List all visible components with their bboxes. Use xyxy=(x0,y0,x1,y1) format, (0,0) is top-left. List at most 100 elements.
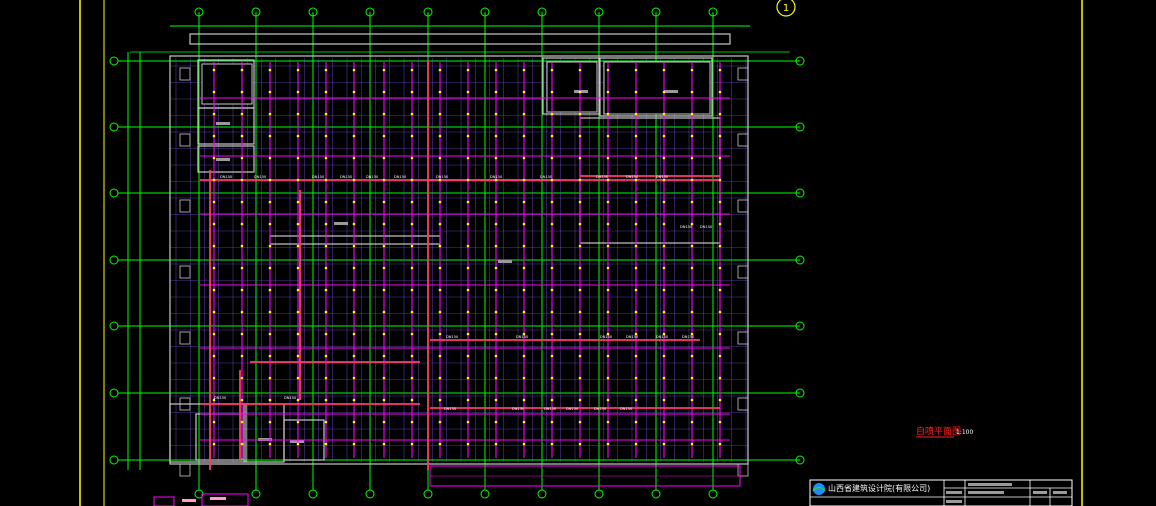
sheet-frame xyxy=(79,0,1083,506)
sprinkler-head xyxy=(410,288,414,292)
sprinkler-head xyxy=(240,420,244,424)
sprinkler-head xyxy=(662,178,666,182)
door-symbol xyxy=(737,397,749,411)
sprinkler-head xyxy=(466,112,470,116)
sprinkler-head xyxy=(438,376,442,380)
sprinkler-head xyxy=(578,134,582,138)
sprinkler-head xyxy=(410,266,414,270)
sprinkler-head xyxy=(634,288,638,292)
sprinkler-head xyxy=(522,244,526,248)
sprinkler-head xyxy=(324,442,328,446)
sprinkler-head xyxy=(212,134,216,138)
sprinkler-head xyxy=(382,222,386,226)
axis-bubble xyxy=(795,188,805,198)
sprinkler-head xyxy=(550,398,554,402)
sprinkler-head xyxy=(522,442,526,446)
sprinkler-head xyxy=(578,200,582,204)
sprinkler-head xyxy=(268,134,272,138)
sprinkler-head xyxy=(240,310,244,314)
sprinkler-head xyxy=(240,68,244,72)
axis-bubble xyxy=(109,188,119,198)
room xyxy=(603,61,711,115)
sprinkler-head xyxy=(662,68,666,72)
axis-bubble xyxy=(109,388,119,398)
sprinkler-head xyxy=(466,156,470,160)
sprinkler-head xyxy=(522,420,526,424)
sprinkler-head xyxy=(296,442,300,446)
sprinkler-head xyxy=(212,332,216,336)
sprinkler-head xyxy=(494,398,498,402)
sprinkler-head xyxy=(268,288,272,292)
sprinkler-head xyxy=(522,134,526,138)
axis-bubble xyxy=(423,489,433,499)
plan-scale: 1:100 xyxy=(956,429,973,436)
sprinkler-head xyxy=(494,332,498,336)
sprinkler-head xyxy=(438,310,442,314)
sprinkler-head xyxy=(240,134,244,138)
sprinkler-head xyxy=(690,68,694,72)
sprinkler-head xyxy=(382,134,386,138)
sprinkler-head xyxy=(212,178,216,182)
sprinkler-head xyxy=(606,332,610,336)
wall-outline xyxy=(599,57,713,117)
sprinkler-head xyxy=(466,442,470,446)
sprinkler-head xyxy=(522,112,526,116)
sprinkler-head xyxy=(212,156,216,160)
sprinkler-head xyxy=(662,420,666,424)
door-symbol xyxy=(737,67,749,81)
sprinkler-head xyxy=(494,156,498,160)
sprinkler-head xyxy=(382,112,386,116)
sprinkler-head xyxy=(522,376,526,380)
door-symbol xyxy=(737,133,749,147)
pipe-tag: DN150 xyxy=(540,175,553,179)
sprinkler-head xyxy=(410,112,414,116)
pipe-tag: DN150 xyxy=(620,407,633,411)
sprinkler-head xyxy=(212,288,216,292)
pipe-tag: DN150 xyxy=(284,396,297,400)
sprinkler-head xyxy=(466,354,470,358)
wall-outline xyxy=(169,55,749,465)
sprinkler-head xyxy=(718,90,722,94)
sprinkler-head xyxy=(662,200,666,204)
sprinkler-head xyxy=(240,354,244,358)
sprinkler-head xyxy=(466,398,470,402)
sprinkler-head xyxy=(212,442,216,446)
sprinkler-head xyxy=(494,90,498,94)
sprinkler-head xyxy=(382,244,386,248)
sprinkler-head xyxy=(324,244,328,248)
company-name: 山西省建筑设计院(有限公司) xyxy=(828,483,930,493)
sprinkler-head xyxy=(240,244,244,248)
sprinkler-head xyxy=(718,200,722,204)
sprinkler-head xyxy=(296,178,300,182)
sprinkler-head xyxy=(550,332,554,336)
pipe-tag: DN150 xyxy=(512,407,525,411)
sprinkler-head xyxy=(634,420,638,424)
sprinkler-head xyxy=(578,90,582,94)
sprinkler-head xyxy=(522,178,526,182)
sprinkler-head xyxy=(382,156,386,160)
sprinkler-head xyxy=(522,222,526,226)
title-block: 山西省建筑设计院(有限公司) xyxy=(809,479,1073,506)
sprinkler-head xyxy=(606,178,610,182)
sprinkler-head xyxy=(352,178,356,182)
sprinkler-head xyxy=(662,442,666,446)
pipe-tag: DN150 xyxy=(436,175,449,179)
sprinkler-head xyxy=(212,244,216,248)
sprinkler-head xyxy=(324,112,328,116)
sprinkler-head xyxy=(296,266,300,270)
sprinkler-head xyxy=(324,222,328,226)
sprinkler-head xyxy=(494,266,498,270)
sprinkler-head xyxy=(550,222,554,226)
sprinkler-head xyxy=(550,90,554,94)
axis-bubble xyxy=(194,7,204,17)
axis-bubble xyxy=(795,388,805,398)
sprinkler-branch-pipes xyxy=(200,62,730,458)
sprinkler-head xyxy=(324,376,328,380)
sprinkler-head xyxy=(718,376,722,380)
sprinkler-head xyxy=(578,112,582,116)
grid-bubble-indicator: 1 xyxy=(776,0,796,17)
axis-bubbles xyxy=(109,7,805,499)
sprinkler-head xyxy=(324,90,328,94)
